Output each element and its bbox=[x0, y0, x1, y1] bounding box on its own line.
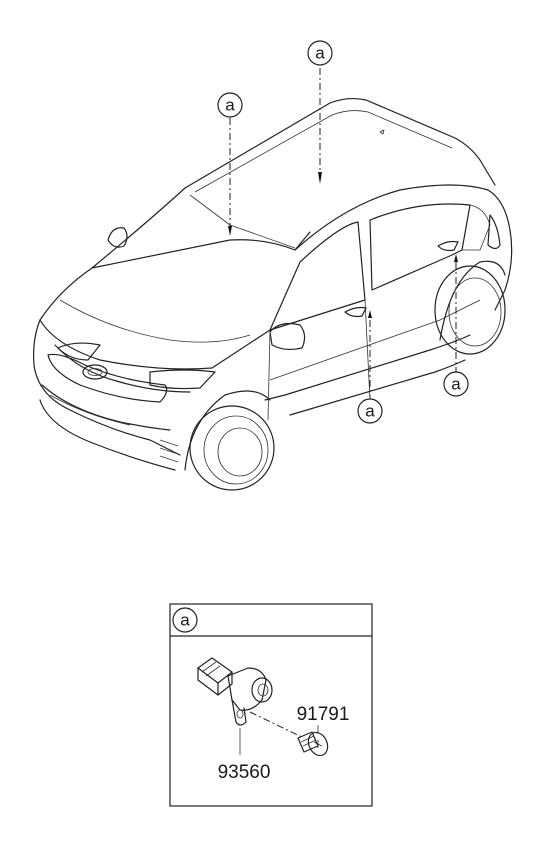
callout-a-front-interior-label: a bbox=[225, 96, 235, 115]
callout-a-front-door: a bbox=[357, 398, 383, 424]
callout-leaders bbox=[228, 68, 458, 398]
screw-icon bbox=[297, 731, 329, 757]
part-number-91791: 91791 bbox=[297, 704, 350, 725]
callout-a-rear-door: a bbox=[443, 371, 469, 397]
callout-a-roof: a bbox=[307, 40, 333, 66]
screw-leader bbox=[249, 711, 305, 739]
detail-box-header-label: a bbox=[180, 611, 190, 630]
callout-a-front-door-label: a bbox=[365, 402, 375, 421]
detail-box: a 91791 93560 bbox=[169, 603, 373, 807]
callout-a-rear-door-label: a bbox=[451, 375, 461, 394]
car-illustration bbox=[33, 97, 513, 491]
callout-a-roof-label: a bbox=[315, 44, 325, 63]
detail-box-header: a bbox=[172, 607, 198, 633]
callout-a-front-interior: a bbox=[217, 92, 243, 118]
part-number-93560: 93560 bbox=[218, 762, 271, 783]
door-switch-icon bbox=[197, 657, 273, 726]
